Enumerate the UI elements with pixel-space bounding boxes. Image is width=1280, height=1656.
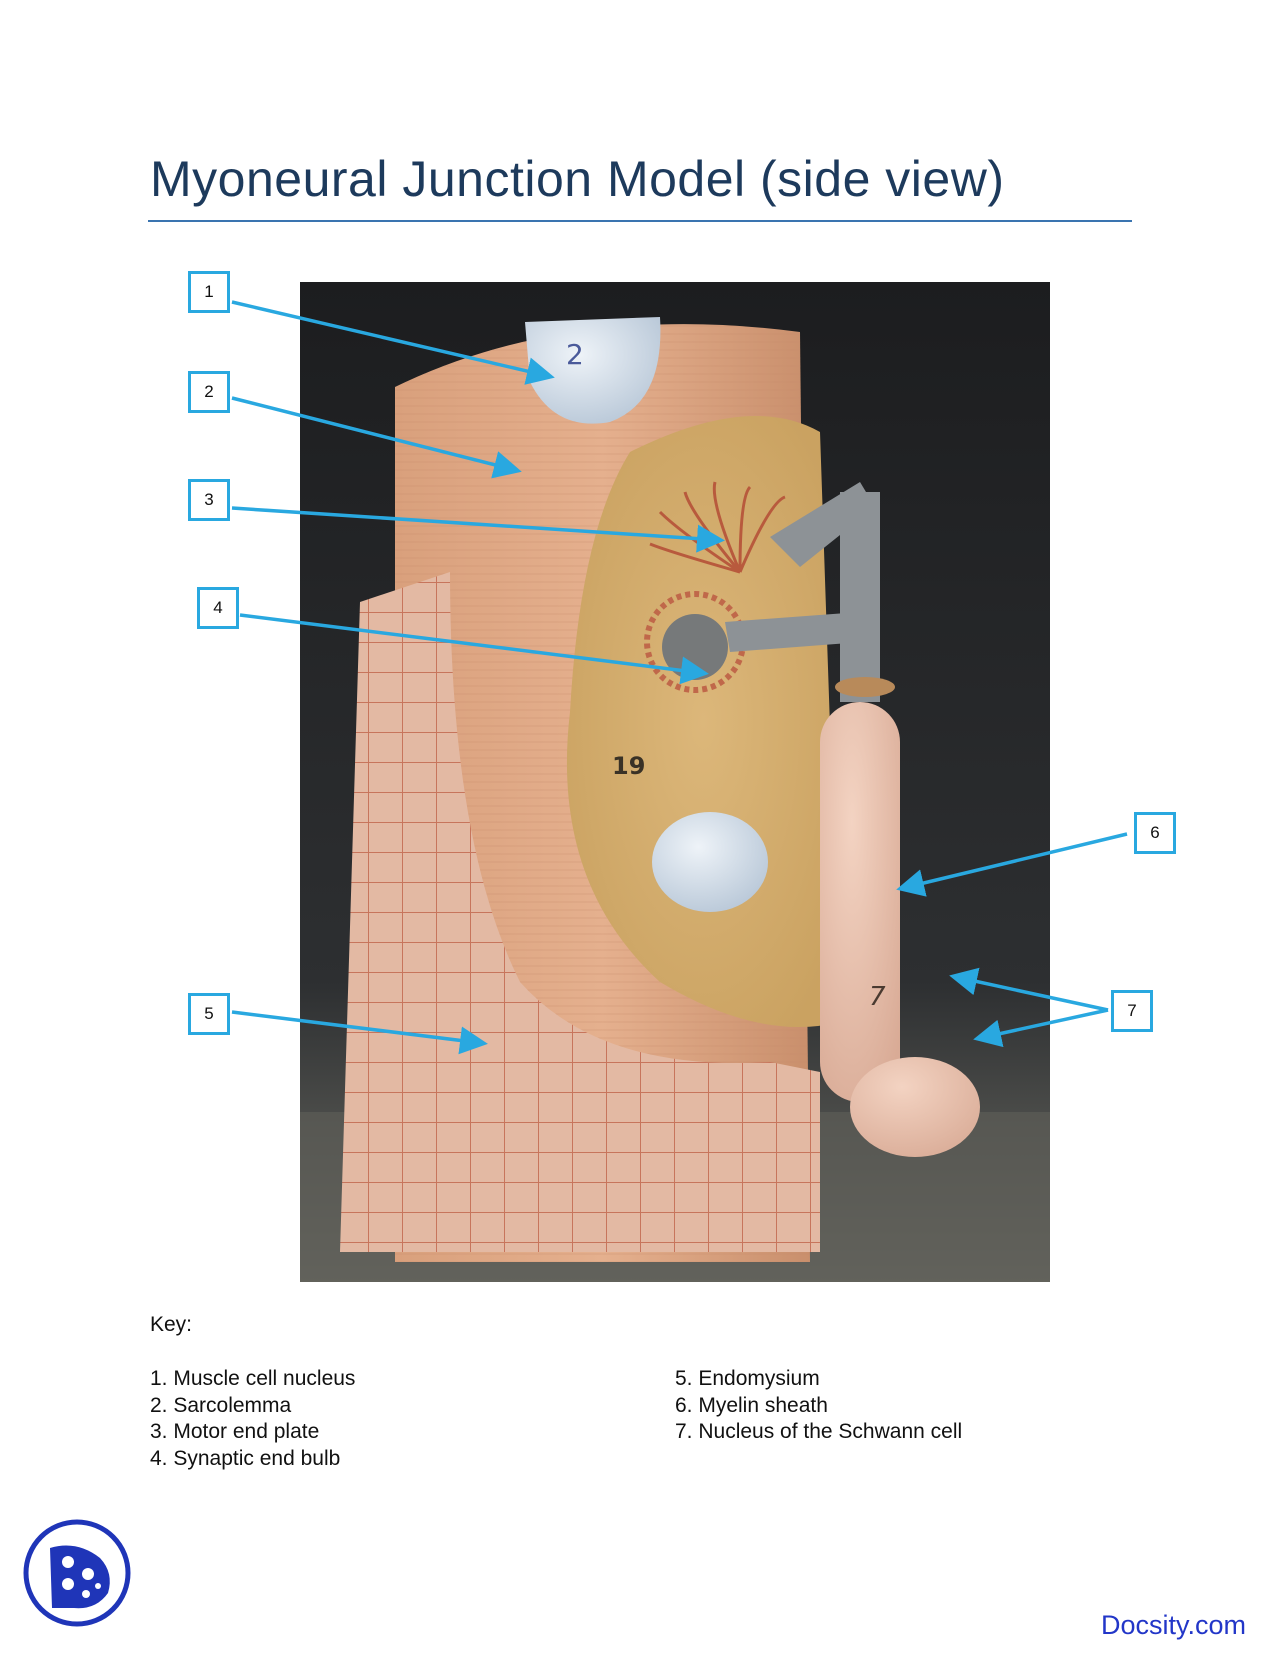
brand-link[interactable]: Docsity.com: [1101, 1610, 1247, 1640]
title-underline: [148, 220, 1132, 222]
page-title: Myoneural Junction Model (side view): [150, 151, 1005, 207]
callout-7: 7: [1111, 990, 1153, 1032]
key-heading: Key:: [150, 1313, 193, 1336]
callout-5: 5: [188, 993, 230, 1035]
model-marking: 19: [612, 752, 646, 780]
key-item: 2. Sarcolemma: [150, 1393, 292, 1417]
callout-2: 2: [188, 371, 230, 413]
key-item: 3. Motor end plate: [150, 1420, 320, 1443]
callout-6: 6: [1134, 812, 1176, 854]
key-item: 5. Endomysium: [675, 1367, 820, 1390]
key-item: 4. Synaptic end bulb: [150, 1446, 341, 1470]
model-marking: 2: [566, 338, 584, 371]
docsity-logo-icon: [23, 1519, 131, 1627]
callout-4: 4: [197, 587, 239, 629]
key-item: 6. Myelin sheath: [675, 1393, 828, 1417]
key-list-right: 5. Endomysium 6. Myelin sheath 7. Nucleu…: [675, 1366, 962, 1446]
callout-1: 1: [188, 271, 230, 313]
key-item: 1. Muscle cell nucleus: [150, 1367, 356, 1390]
key-item: 7. Nucleus of the Schwann cell: [675, 1420, 963, 1443]
model-marking: 7: [869, 982, 886, 1012]
callout-3: 3: [188, 479, 230, 521]
key-list-left: 1. Muscle cell nucleus 2. Sarcolemma 3. …: [150, 1366, 355, 1472]
model-photo: [300, 282, 1050, 1282]
